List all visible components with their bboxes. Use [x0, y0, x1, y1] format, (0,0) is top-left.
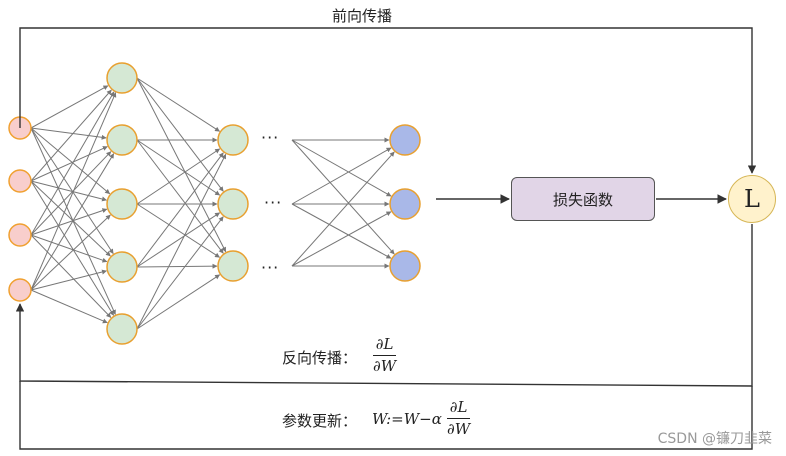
backward-label: 反向传播：	[282, 349, 358, 367]
edge	[30, 180, 111, 257]
backward-denominator: ∂W	[373, 357, 397, 375]
output-node	[389, 188, 421, 220]
backward-path	[15, 224, 753, 387]
edge	[30, 208, 108, 236]
output-node	[389, 124, 421, 156]
edge	[136, 77, 220, 132]
hidden1-node	[106, 251, 138, 283]
update-denominator: ∂W	[447, 420, 471, 438]
fraction-bar	[373, 355, 397, 356]
edge	[30, 127, 107, 140]
edge	[30, 234, 108, 263]
edge	[136, 148, 221, 205]
forward-label: 前向传播	[332, 7, 393, 25]
edge	[30, 151, 112, 236]
edge	[30, 146, 108, 182]
watermark: CSDN @镰刀韭菜	[657, 431, 772, 447]
input-node	[8, 278, 32, 302]
edge	[136, 263, 218, 269]
edge	[136, 274, 221, 330]
edge	[30, 214, 111, 291]
edge	[30, 85, 109, 129]
input-node	[8, 223, 32, 247]
edge	[136, 203, 220, 258]
edge	[136, 139, 221, 196]
forward-path	[19, 27, 757, 174]
ellipsis-top: ···	[261, 128, 280, 147]
loss-node: L	[728, 175, 776, 223]
output-node	[389, 250, 421, 282]
ellipsis-middle: ···	[264, 193, 283, 212]
edge	[30, 180, 115, 316]
update-path	[19, 381, 753, 450]
update-expression: W:=W−α	[372, 410, 442, 428]
edge	[30, 153, 115, 291]
ellipsis-bottom: ···	[261, 258, 280, 277]
loss-symbol: L	[744, 185, 760, 213]
hidden1-node	[106, 124, 138, 156]
edge	[30, 269, 107, 291]
connection-edges	[30, 77, 395, 330]
update-gradient: ∂L ∂W	[447, 398, 471, 438]
backward-numerator: ∂L	[375, 335, 394, 353]
edge	[30, 234, 112, 318]
input-node	[8, 169, 32, 193]
hidden2-node	[217, 188, 249, 220]
edge	[136, 153, 227, 330]
edge	[291, 211, 392, 267]
edge	[136, 152, 224, 268]
hidden1-node	[106, 313, 138, 345]
update-label: 参数更新：	[282, 412, 358, 430]
edge	[136, 139, 224, 254]
edge	[136, 212, 221, 268]
edge	[291, 139, 392, 197]
edge	[30, 289, 108, 324]
hidden1-node	[106, 188, 138, 220]
hidden1-node	[106, 62, 138, 94]
edge	[291, 151, 395, 267]
neuron-nodes	[8, 62, 421, 345]
edge	[30, 180, 107, 202]
edge	[291, 147, 392, 205]
update-numerator: ∂L	[449, 398, 468, 416]
hidden2-node	[217, 250, 249, 282]
hidden2-node	[217, 124, 249, 156]
edge	[291, 203, 392, 259]
loss-function-box: 损失函数	[511, 177, 655, 221]
fraction-bar	[447, 418, 471, 419]
edge	[30, 91, 115, 236]
edge	[136, 216, 224, 330]
loss-function-label: 损失函数	[552, 190, 613, 209]
edge	[136, 77, 227, 253]
edge	[30, 92, 117, 291]
edge	[30, 127, 114, 255]
backward-gradient: ∂L ∂W	[373, 335, 397, 375]
edge	[136, 77, 224, 192]
edge	[291, 139, 395, 255]
edge	[30, 89, 112, 182]
